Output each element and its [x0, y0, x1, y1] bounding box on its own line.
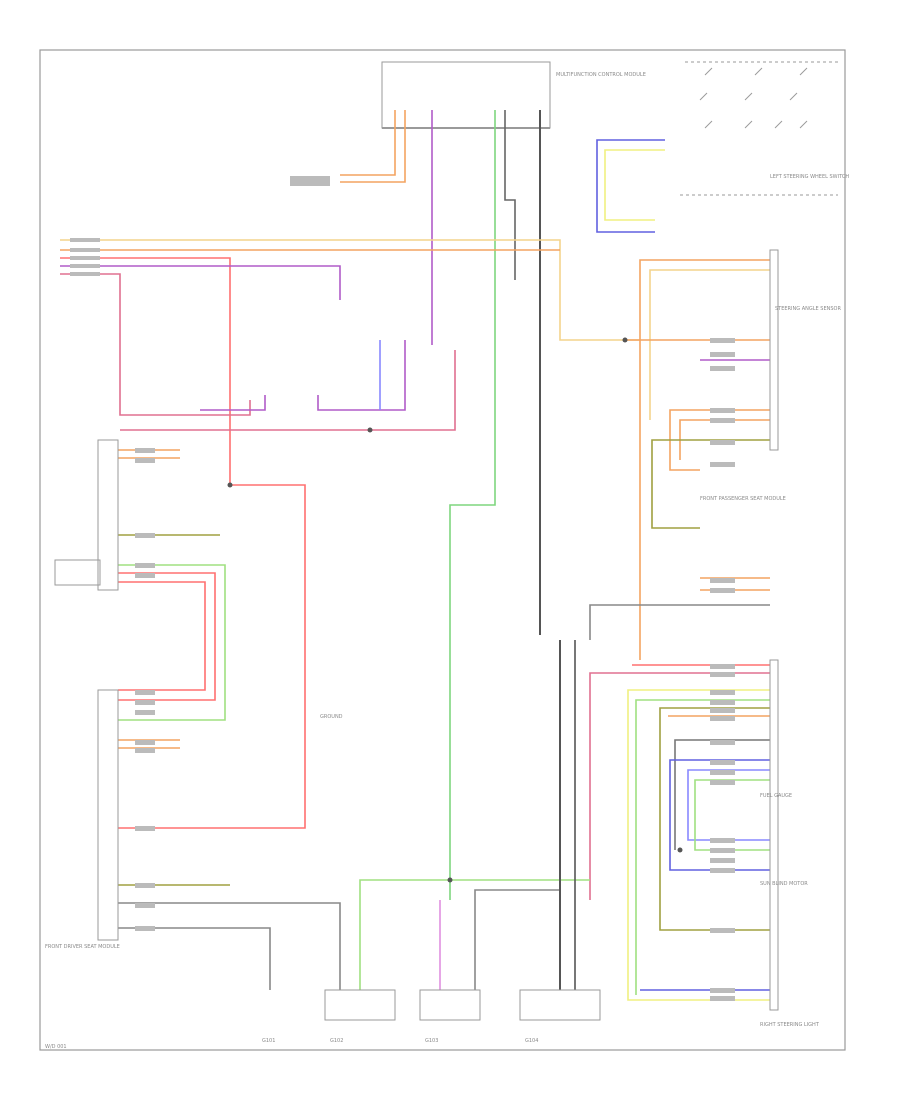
connector-boxes — [54, 249, 779, 1021]
bottom-center2-label: G103 — [425, 1038, 438, 1044]
top-module-box — [381, 61, 551, 129]
bottom-right-label: G104 — [525, 1038, 538, 1044]
bottom-left-label: G101 — [262, 1038, 275, 1044]
wires — [60, 110, 770, 1001]
diagram-frame — [39, 49, 846, 1051]
bottom-center-label: G102 — [330, 1038, 343, 1044]
left-steering-switch-label: LEFT STEERING WHEEL SWITCH — [770, 174, 849, 180]
footer-code: W/D 001 — [45, 1044, 67, 1050]
wire-tags — [70, 176, 735, 1001]
splice-points — [227, 337, 683, 883]
right-steering-light-label: RIGHT STEERING LIGHT — [760, 1022, 820, 1028]
steering-angle-label: STEERING ANGLE SENSOR — [775, 306, 841, 312]
left-steering-switch — [680, 61, 838, 196]
front-driver-seat-label: FRONT DRIVER SEAT MODULE — [45, 944, 120, 950]
sun-blind-label: SUN BLIND MOTOR — [760, 881, 808, 887]
top-module-label: MULTIFUNCTION CONTROL MODULE — [556, 72, 646, 78]
fuel-gauge-label: FUEL GAUGE — [760, 793, 792, 799]
ground-label: GROUND — [320, 714, 343, 720]
front-passenger-seat-label: FRONT PASSENGER SEAT MODULE — [700, 496, 786, 502]
